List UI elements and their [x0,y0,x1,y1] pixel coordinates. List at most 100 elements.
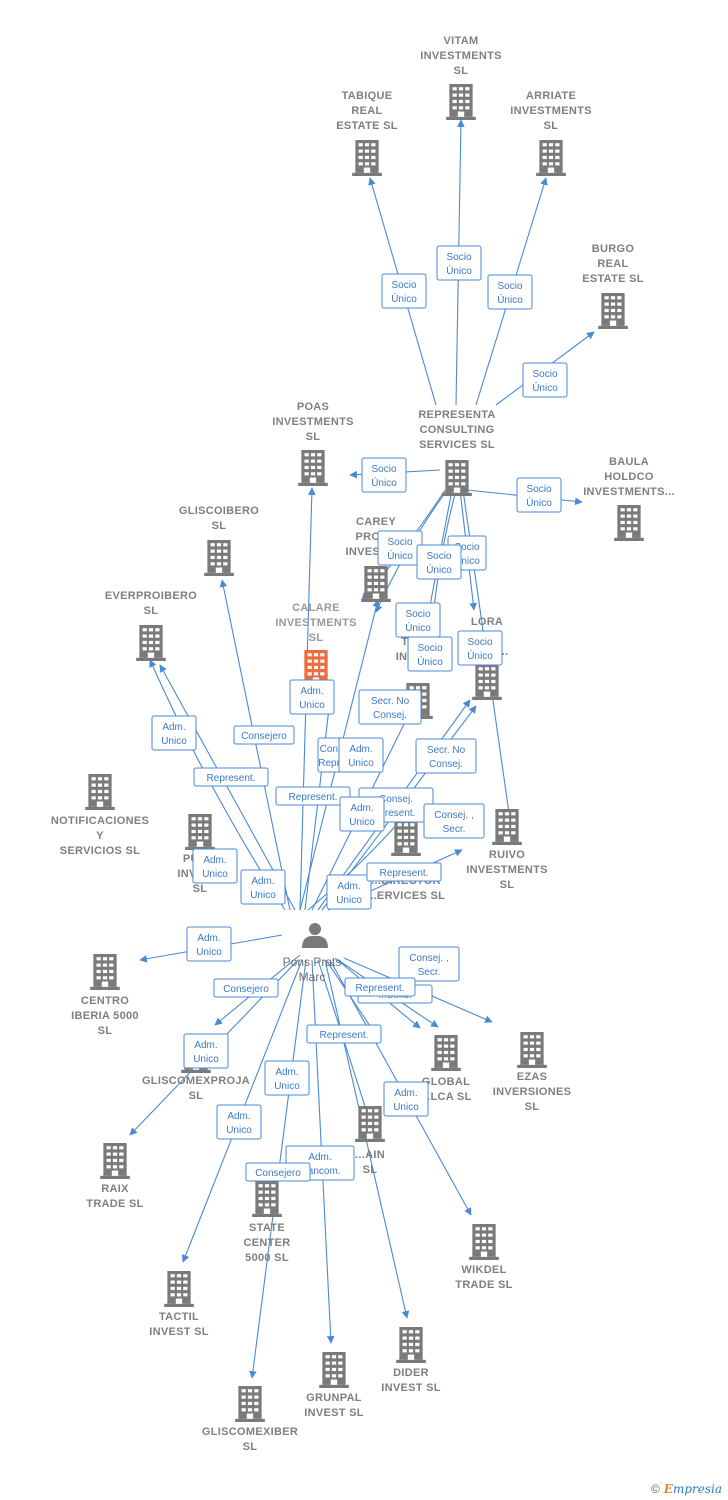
relation-label-box [415,738,477,774]
relation-label[interactable]: Adm.Unico [183,1033,229,1069]
building-icon [164,1271,194,1307]
company-name-line: SL [309,632,324,644]
relation-label[interactable]: Represent. [306,1024,382,1044]
relation-label[interactable]: Adm.Unico [289,679,335,715]
relation-label[interactable]: Consejero [213,978,279,998]
relation-label[interactable]: Adm.Unico [151,715,197,751]
relation-label[interactable]: Consejero [245,1162,311,1182]
company-name-line: TRADE SL [86,1198,143,1210]
relation-label[interactable]: Represent. [344,977,416,997]
company-name-line: ...LCA SL [420,1091,471,1103]
relation-label[interactable]: Consej. ,Secr. [423,803,485,839]
building-icon [517,1032,547,1068]
relation-label[interactable]: Represent. [275,786,351,806]
relation-label[interactable]: Adm.Unico [339,796,385,832]
relation-label[interactable]: Adm.Unico [264,1060,310,1096]
company-name-line: TRADE SL [455,1279,512,1291]
relation-label-text: Adm. [308,1152,331,1163]
relation-label[interactable]: Adm.Unico [326,874,372,910]
relation-label-text: Socio [467,637,492,648]
relation-label-text: Adm. [337,881,360,892]
company-name-line: SERVICIOS SL [60,845,140,857]
relation-label[interactable]: Adm.Unico [186,926,232,962]
relation-label[interactable]: Adm.Unico [216,1104,262,1140]
relation-label[interactable]: Adm.Unico [383,1081,429,1117]
relation-label[interactable]: Represent. [366,862,442,882]
building-icon [352,140,382,176]
company-name-line: INVESTMENTS [275,617,357,629]
company-name-line: BURGO [592,243,635,255]
building-icon [204,540,234,576]
relation-label[interactable]: Adm.Unico [192,848,238,884]
person-icon [302,923,328,948]
relation-label-box [436,245,482,281]
relation-label-box [416,544,462,580]
building-icon [536,140,566,176]
relation-label-text: Adm. [162,722,185,733]
relation-label[interactable]: Consejero [233,725,295,745]
relation-label-box [522,362,568,398]
relation-label[interactable]: Adm.Unico [240,869,286,905]
empresia-brand[interactable]: ©Empresia [651,1482,722,1496]
relation-label-text: Único [467,649,493,662]
company-node-baula[interactable]: BAULAHOLDCOINVESTMENTS... [583,456,675,541]
relation-label-text: Mancom. [299,1166,340,1177]
relation-label[interactable]: Represent. [193,767,269,787]
relation-label-box [381,273,427,309]
relation-label-text: Único [387,549,413,562]
relation-label-text: Consej. , [409,953,448,964]
company-node-global[interactable]: GLOBAL...LCA SL [420,1035,471,1103]
company-name-line: EVERPROIBERO [105,590,197,602]
relation-label[interactable]: Adm.Unico [338,737,384,773]
relation-label-box [240,869,286,905]
relation-label-box [339,796,385,832]
relation-label-box [383,1081,429,1117]
relation-label-box [516,477,562,513]
building-icon [100,1143,130,1179]
relation-label[interactable]: Consej. , Secr. [398,946,460,982]
relation-label-text: Secr. [418,967,441,978]
relation-label-box [183,1033,229,1069]
relation-label-text: Repr... [318,758,347,769]
building-icon [355,1106,385,1142]
relation-label-text: Consej. , [434,810,473,821]
company-name-line: GLISCOIBERO [179,505,259,517]
relation-label-box [457,630,503,666]
